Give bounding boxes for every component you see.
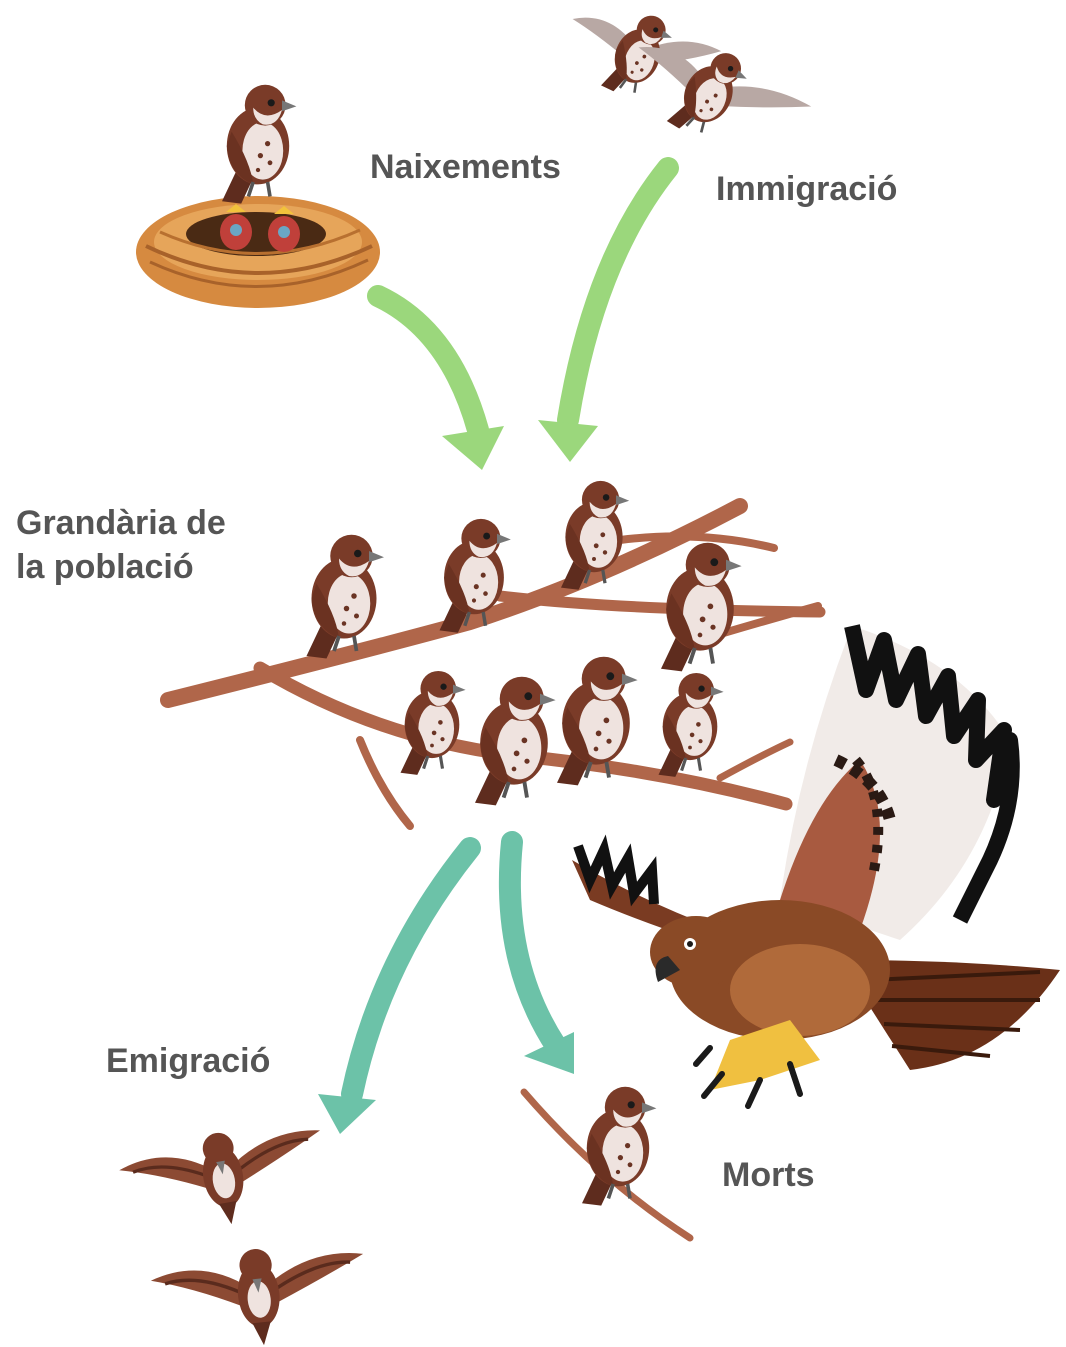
label-emigration: Emigració [106,1042,270,1080]
branch-population-icon [168,481,820,826]
label-deaths: Morts [722,1156,815,1194]
emigration-arrow [318,848,470,1134]
perched-sparrow-icon [524,1087,690,1238]
label-births: Naixements [370,148,561,186]
label-population-line1: Grandària de [16,504,226,542]
deaths-arrow [510,842,574,1074]
hawk-icon [572,626,1060,1106]
immigration-arrow [538,168,668,462]
nest-with-chicks-icon [136,85,380,308]
births-arrow [378,296,504,470]
emigrating-birds-icon [116,1115,372,1347]
label-immigration: Immigració [716,170,897,208]
immigrating-birds-icon [555,0,817,174]
label-population-line2: la població [16,548,194,586]
